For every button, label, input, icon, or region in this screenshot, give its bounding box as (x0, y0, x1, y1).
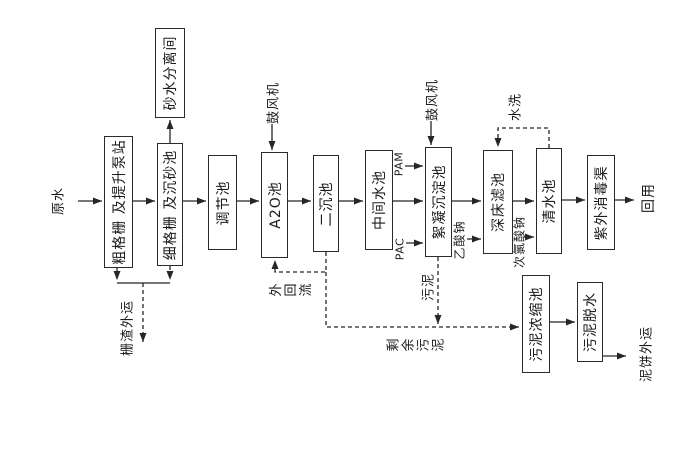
box-label: 紫外消毒渠 (594, 165, 610, 240)
box-sludge-dewatering: 污泥脱水 (577, 282, 603, 362)
box-secondary-sedimentation-tank: 二沉池 (313, 155, 339, 252)
box-clear-water-tank: 清水池 (536, 148, 562, 254)
dashed-backwash-clearwater-to-deepbed (494, 127, 550, 148)
label-screen-residue-out: 栅渣外运 (120, 299, 136, 357)
box-label: 絮凝沉淀池 (431, 164, 448, 240)
box-label: 中间水池 (372, 170, 388, 230)
box-label: A2O池 (267, 181, 284, 229)
label-raw-water: 原水 (51, 186, 67, 216)
box-label: 污泥脱水 (583, 292, 599, 352)
box-label: 二沉池 (319, 181, 335, 226)
label-mud-cake-out: 泥饼外运 (639, 325, 655, 383)
label-pac: PAC (393, 237, 407, 261)
label-reuse: 回用 (641, 183, 657, 213)
dashed-excess-sludge-to-thickener (325, 272, 519, 331)
box-sludge-thickening-tank: 污泥浓缩池 (522, 275, 550, 373)
label-excess-sludge: 剩余污泥 (386, 339, 446, 355)
label-sodium-hypochlorite: 次氯酸钠 (512, 215, 527, 269)
box-label: 深床滤池 (491, 172, 507, 232)
box-uv-disinfection-channel: 紫外消毒渠 (587, 155, 615, 250)
box-label: 细格栅 及沉砂池 (163, 149, 179, 260)
box-regulating-tank: 调节池 (208, 155, 237, 250)
box-intermediate-water-tank: 中间水池 (365, 150, 393, 250)
label-external-recirculation: 外回流 (268, 284, 314, 300)
box-a2o-tank: A2O池 (261, 152, 288, 258)
label-sludge: 污泥 (421, 272, 437, 302)
label-blower-2: 鼓风机 (425, 78, 441, 122)
box-label: 粗格栅 及提升泵站 (111, 139, 128, 265)
box-coarse-screen-pump-station: 粗格栅 及提升泵站 (104, 136, 133, 268)
label-pam: PAM (392, 151, 406, 177)
box-label: 污泥浓缩池 (529, 286, 545, 362)
box-flocculation-sedimentation-tank: 絮凝沉淀池 (425, 147, 452, 257)
label-blower-1: 鼓风机 (266, 81, 282, 125)
dashed-external-recirculation (271, 252, 327, 273)
box-label: 调节池 (215, 180, 232, 225)
box-fine-screen-grit-chamber: 细格栅 及沉砂池 (157, 143, 183, 266)
box-label: 清水池 (542, 178, 558, 224)
label-sodium-acetate: 乙酸钠 (452, 220, 467, 260)
box-label: 砂水分离间 (163, 35, 179, 111)
box-deep-bed-filter: 深床滤池 (483, 150, 513, 254)
label-backwash: 水洗 (508, 92, 524, 122)
box-sand-water-separation-room: 砂水分离间 (155, 28, 185, 118)
